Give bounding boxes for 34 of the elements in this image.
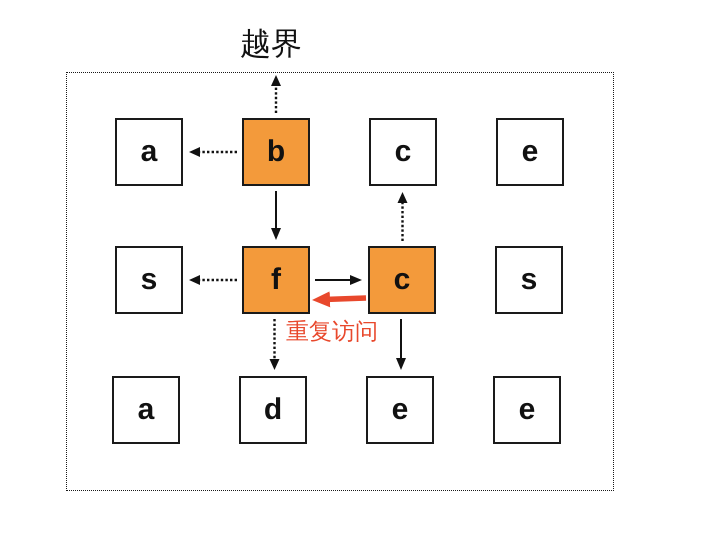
grid-cell bbox=[369, 118, 437, 186]
grid-cell bbox=[242, 118, 310, 186]
cell-letter: e bbox=[518, 395, 536, 425]
grid-cell bbox=[115, 246, 183, 314]
cell-letter: e bbox=[522, 137, 538, 167]
cell-letter: a bbox=[138, 395, 154, 425]
cell-letter: s bbox=[520, 265, 538, 295]
grid-cell bbox=[493, 376, 561, 444]
grid-cell bbox=[366, 376, 434, 444]
cell-letter: b bbox=[266, 137, 286, 167]
cell-letter: f bbox=[271, 265, 281, 295]
cell-letter: s bbox=[140, 265, 158, 295]
arrow bbox=[315, 275, 362, 285]
arrow bbox=[271, 191, 281, 240]
cell-letter: d bbox=[264, 395, 282, 425]
grid-cell bbox=[368, 246, 436, 314]
grid-cell bbox=[495, 246, 563, 314]
cell-letter: a bbox=[140, 137, 158, 167]
arrow bbox=[396, 319, 406, 370]
dotted-arrow bbox=[271, 75, 281, 113]
grid-cell bbox=[112, 376, 180, 444]
dotted-arrow bbox=[398, 192, 408, 241]
dotted-arrow bbox=[189, 147, 237, 157]
dotted-arrow bbox=[189, 275, 237, 285]
boundary-heading: 越界 bbox=[240, 26, 302, 62]
cell-letter: e bbox=[392, 395, 408, 425]
grid-cell bbox=[496, 118, 564, 186]
dotted-arrow bbox=[270, 319, 280, 370]
cell-letter: c bbox=[394, 265, 410, 295]
thick-arrow bbox=[312, 291, 366, 308]
grid-cell bbox=[239, 376, 307, 444]
grid-cell bbox=[242, 246, 310, 314]
grid-cell bbox=[115, 118, 183, 186]
cell-letter: c bbox=[394, 137, 412, 167]
